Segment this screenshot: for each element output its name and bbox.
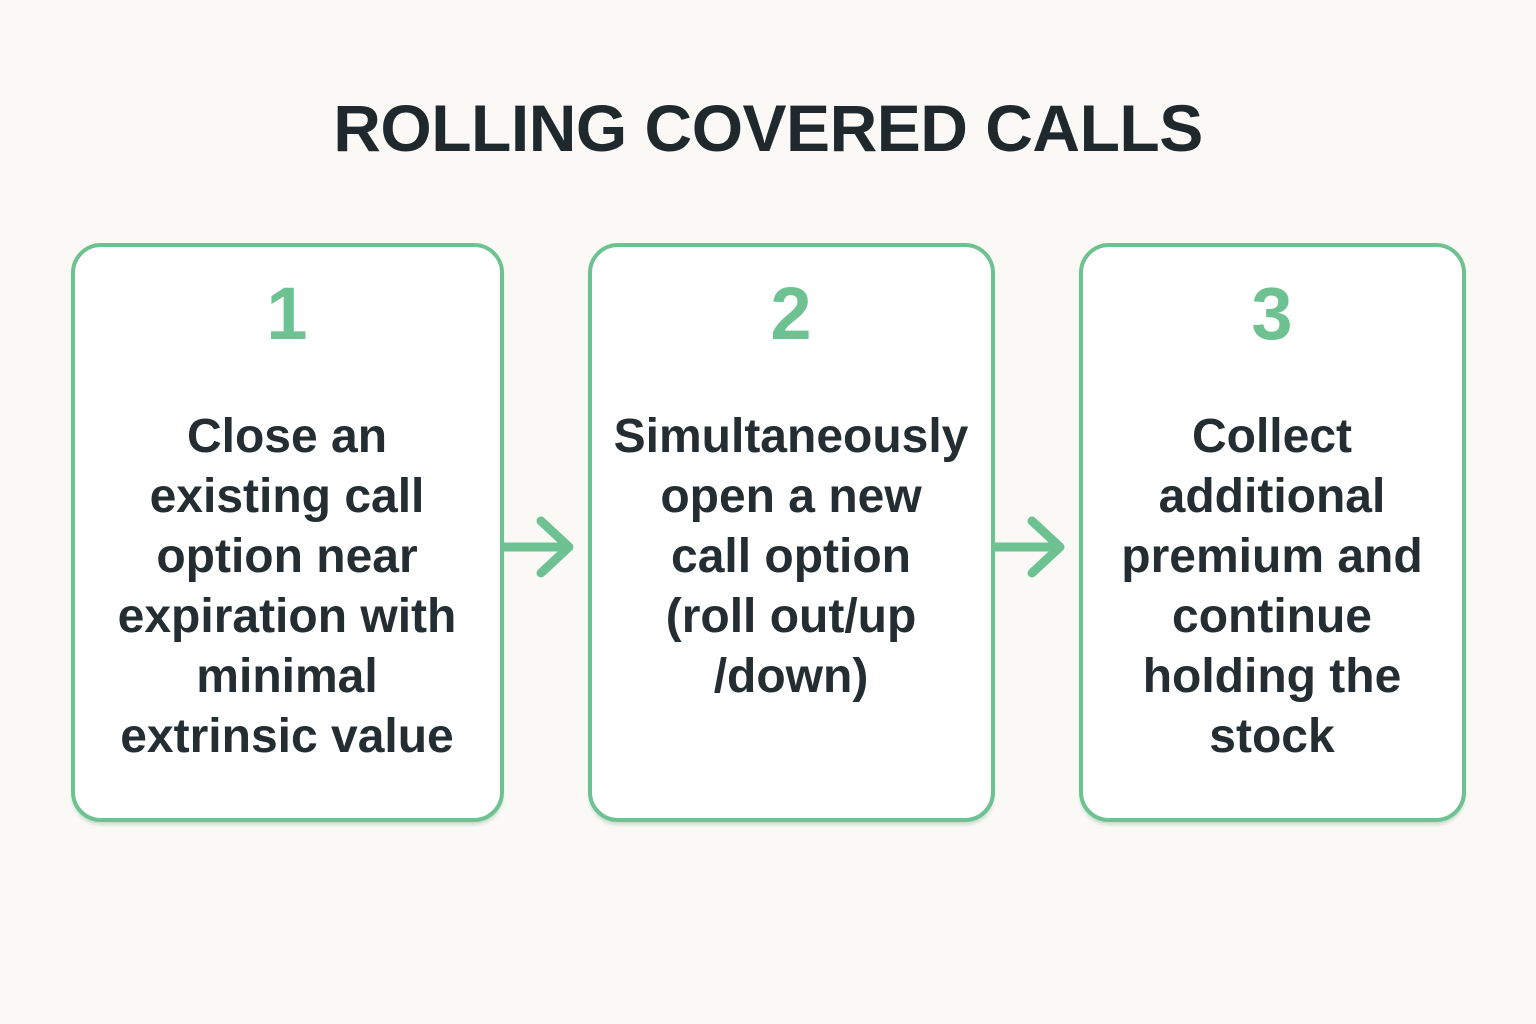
step-card-2: 2 Simultaneously open a new call option … xyxy=(587,243,995,822)
right-arrow-icon xyxy=(991,516,1064,577)
infographic-page: ROLLING COVERED CALLS 1 Close an existin… xyxy=(0,91,1536,822)
step-number: 3 xyxy=(1251,272,1293,355)
arrow-cell-2 xyxy=(991,243,1079,822)
step-text: Collect additional premium and continue … xyxy=(1121,410,1423,763)
arrow-cell-1 xyxy=(500,243,588,822)
step-number: 2 xyxy=(770,272,812,355)
page-title: ROLLING COVERED CALLS xyxy=(333,91,1203,165)
step-number: 1 xyxy=(266,272,308,355)
right-arrow-icon xyxy=(500,516,573,577)
step-text: Simultaneously open a new call option (r… xyxy=(613,410,969,703)
step-card-3: 3 Collect additional premium and continu… xyxy=(1078,243,1466,822)
step-text: Close an existing call option near expir… xyxy=(117,410,457,763)
step-card-1: 1 Close an existing call option near exp… xyxy=(70,243,504,822)
steps-flow: 1 Close an existing call option near exp… xyxy=(0,243,1536,822)
